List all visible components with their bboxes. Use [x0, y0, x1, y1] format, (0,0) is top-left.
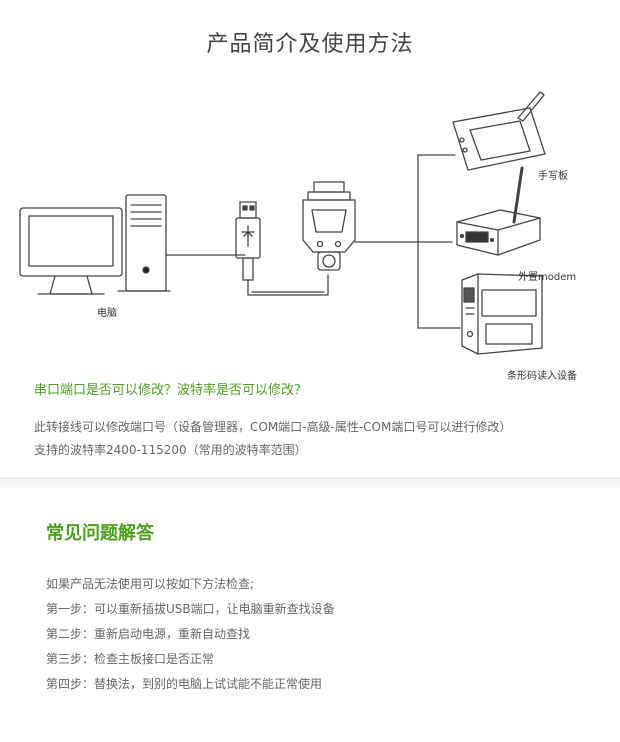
label-modem: 外置modem: [518, 272, 577, 283]
faq-step-1: 第一步：可以重新插拔USB端口，让电脑重新查找设备: [46, 602, 335, 616]
barcode-scanner-icon: [461, 273, 543, 355]
label-barcode-scanner: 条形码读入设备: [507, 371, 577, 382]
faq-title: 常见问题解答: [46, 523, 154, 544]
computer-icon: [19, 194, 171, 295]
faq-section: [0, 478, 620, 742]
faq-step-2: 第二步：重新启动电源，重新自动查找: [46, 627, 251, 641]
drawing-tablet-icon: [452, 91, 546, 171]
label-computer: 电脑: [97, 308, 117, 319]
connection-diagram: [19, 91, 546, 355]
label-tablet: 手写板: [538, 171, 568, 182]
faq-step-4: 第四步：替换法，到别的电脑上试试能不能正常使用: [46, 677, 323, 691]
description-line-1: 此转接线可以修改端口号（设备管理器，COM端口-高级-属性-COM端口号可以进行…: [34, 420, 512, 434]
question-heading: 串口端口是否可以修改？波特率是否可以修改？: [34, 383, 308, 398]
usb-plug-icon: [235, 201, 261, 296]
page-title: 产品简介及使用方法: [206, 32, 414, 57]
faq-intro: 如果产品无法使用可以按如下方法检查;: [46, 577, 255, 591]
modem-icon: [456, 166, 541, 256]
db9-connector-icon: [302, 181, 356, 271]
description-line-2: 支持的波特率2400-115200（常用的波特率范围）: [34, 443, 307, 457]
faq-step-3: 第三步：检查主板接口是否正常: [46, 652, 215, 666]
